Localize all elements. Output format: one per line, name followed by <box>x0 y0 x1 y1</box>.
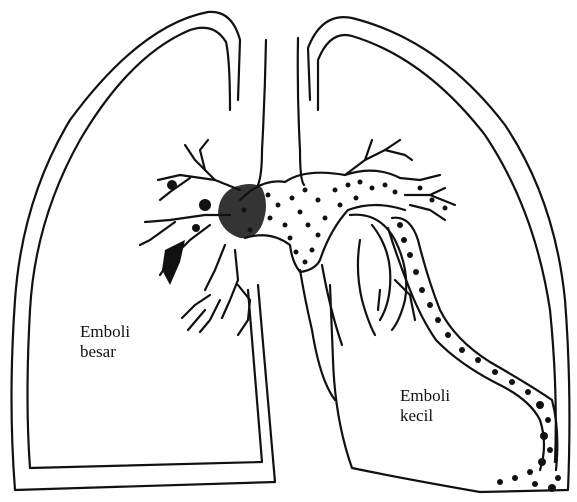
label-large-emboli-line2: besar <box>80 342 130 362</box>
label-small-emboli-line2: kecil <box>400 406 450 426</box>
trachea <box>262 38 300 150</box>
large-embolus-mass <box>162 180 266 285</box>
right-hilum-branches <box>140 140 250 335</box>
label-small-emboli: Emboli kecil <box>400 386 450 426</box>
label-small-emboli-line1: Emboli <box>400 386 450 406</box>
trunk-emboli-speckles <box>242 180 448 265</box>
small-emboli-dots <box>397 222 561 492</box>
label-large-emboli: Emboli besar <box>80 322 130 362</box>
small-emboli-channel <box>388 218 557 470</box>
label-large-emboli-line1: Emboli <box>80 322 130 342</box>
